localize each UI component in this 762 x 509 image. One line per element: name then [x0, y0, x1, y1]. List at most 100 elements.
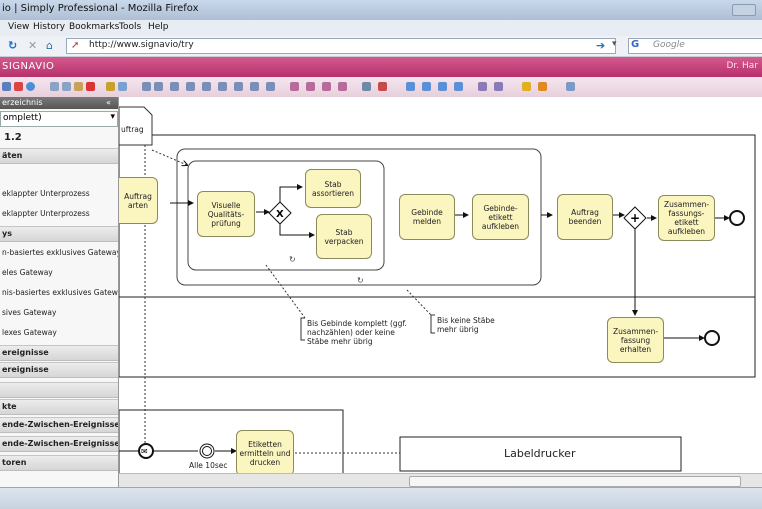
subprocess-outer: [176, 148, 542, 286]
horizontal-scrollbar[interactable]: [119, 473, 762, 488]
info-icon[interactable]: [26, 82, 35, 91]
cut-icon[interactable]: [50, 82, 59, 91]
task-zusammenfassung-erhalten[interactable]: Zusammen- fassung erhalten: [607, 317, 664, 363]
zoom-out-icon[interactable]: [422, 82, 431, 91]
parallel-gateway: [623, 206, 647, 230]
ungroup-icon[interactable]: [306, 82, 315, 91]
stencil-select[interactable]: omplett) ▾: [0, 111, 118, 127]
category-throwing-intermediate-events[interactable]: ende-Zwischen-Ereignisse: [0, 436, 118, 452]
app-header: SIGNAVIO Dr. Har: [0, 57, 762, 77]
annotation-gebinde-komplett[interactable]: Bis Gebinde komplett (ggf. nachzählen) o…: [307, 319, 407, 346]
category-activities[interactable]: äten: [0, 148, 118, 164]
zoom-fit-icon[interactable]: [438, 82, 447, 91]
annotation-keine-staebe[interactable]: Bis keine Stäbe mehr übrig: [437, 316, 495, 334]
menu-help[interactable]: Help: [148, 22, 169, 32]
diagram-canvas[interactable]: ↻ ↻ X + ✉: [119, 97, 762, 473]
window-title: io | Simply Professional - Mozilla Firef…: [2, 3, 199, 14]
window-close-button[interactable]: [732, 4, 756, 16]
document-label: uftrag: [121, 125, 144, 134]
task-stab-assortieren[interactable]: Stab assortieren: [305, 169, 361, 208]
zoom-reset-icon[interactable]: [454, 82, 463, 91]
search-box[interactable]: G Google: [628, 38, 762, 54]
pool-lower: [119, 409, 344, 473]
zoom-in-icon[interactable]: [406, 82, 415, 91]
loop-icon: ↻: [289, 255, 296, 264]
same-height-icon[interactable]: [266, 82, 275, 91]
same-width-icon[interactable]: [250, 82, 259, 91]
menu-history[interactable]: History: [33, 22, 66, 32]
layout-icon[interactable]: [478, 82, 487, 91]
parallel-gateway-plus: +: [630, 211, 640, 225]
chevron-down-icon: ▾: [110, 112, 115, 122]
task-zusammenfassungsetikett-aufkleben[interactable]: Zusammen- fassungs- etikett aufkleben: [658, 195, 715, 241]
reload-icon[interactable]: ↻: [8, 39, 18, 52]
category-blank[interactable]: [0, 382, 118, 398]
annotation-bracket-2: [430, 314, 435, 334]
task-gebinde-melden[interactable]: Gebinde melden: [399, 194, 455, 240]
category-artifacts[interactable]: kte: [0, 399, 118, 415]
paste-icon[interactable]: [74, 82, 83, 91]
category-gateways[interactable]: ys: [0, 226, 118, 242]
scrollbar-thumb[interactable]: [409, 476, 741, 487]
align-center-icon[interactable]: [154, 82, 163, 91]
redo-icon[interactable]: [118, 82, 127, 91]
clock-icon: [202, 446, 212, 456]
undo-icon[interactable]: [106, 82, 115, 91]
category-catching-intermediate-events[interactable]: ende-Zwischen-Ereignisse: [0, 417, 118, 433]
save-icon[interactable]: [2, 82, 11, 91]
loop-icon-2: ↻: [357, 276, 364, 285]
settings-icon[interactable]: [538, 82, 547, 91]
same-size-icon[interactable]: [234, 82, 243, 91]
group-icon[interactable]: [290, 82, 299, 91]
category-connectors[interactable]: toren: [0, 455, 118, 471]
search-placeholder: Google: [653, 40, 685, 50]
pool-label-labeldrucker[interactable]: Labeldrucker: [504, 447, 576, 460]
annotation-link-2: [406, 289, 432, 316]
style-icon[interactable]: [378, 82, 387, 91]
dock-icon[interactable]: [494, 82, 503, 91]
bring-front-icon[interactable]: [322, 82, 331, 91]
navigation-toolbar: ↻ ✕ ⌂ ➚ http://www.signavio/try ➔ ▾ G Go…: [0, 36, 762, 57]
task-stab-verpacken[interactable]: Stab verpacken: [316, 214, 372, 259]
task-gebinde-etikett-aufkleben[interactable]: Gebinde- etikett aufkleben: [472, 194, 529, 240]
address-bar[interactable]: ➚ http://www.signavio/try: [66, 38, 616, 54]
go-arrow-icon[interactable]: ➔: [596, 39, 606, 52]
status-bar: [0, 487, 762, 509]
editor-toolbar: [0, 77, 762, 98]
menu-tools[interactable]: Tools: [119, 22, 142, 32]
end-event-1: [729, 210, 745, 226]
envelope-icon: ✉: [141, 447, 148, 456]
copy-icon[interactable]: [62, 82, 71, 91]
lock-icon[interactable]: [362, 82, 371, 91]
annotation-bracket-1: [300, 317, 305, 341]
send-back-icon[interactable]: [338, 82, 347, 91]
collapse-icon[interactable]: «: [106, 98, 111, 107]
site-icon: ➚: [71, 40, 80, 51]
task-auftrag-starten[interactable]: Auftrag arten: [119, 177, 158, 224]
menu-bookmarks[interactable]: Bookmarks: [69, 22, 120, 32]
address-text: http://www.signavio/try: [89, 40, 194, 50]
home-icon[interactable]: ⌂: [46, 39, 53, 52]
task-visuelle-qualitaetspruefung[interactable]: Visuelle Qualitäts- prüfung: [197, 191, 255, 237]
document-shape: [119, 106, 153, 146]
mail-icon[interactable]: [566, 82, 575, 91]
category-start-events[interactable]: ereignisse: [0, 345, 118, 361]
task-auftrag-beenden[interactable]: Auftrag beenden: [557, 194, 613, 240]
align-right-icon[interactable]: [170, 82, 179, 91]
stop-icon[interactable]: ✕: [28, 39, 38, 52]
pdf-icon[interactable]: [14, 82, 23, 91]
task-etiketten-ermitteln-und-drucken[interactable]: Etiketten ermitteln und drucken: [236, 430, 294, 473]
align-top-icon[interactable]: [186, 82, 195, 91]
sidebar-title: erzeichnis: [2, 98, 43, 107]
warning-icon[interactable]: [522, 82, 531, 91]
category-end-events[interactable]: ereignisse: [0, 362, 118, 378]
flow-4: [279, 221, 315, 238]
align-bottom-icon[interactable]: [218, 82, 227, 91]
align-left-icon[interactable]: [142, 82, 151, 91]
align-middle-icon[interactable]: [202, 82, 211, 91]
menu-view[interactable]: View: [8, 22, 30, 32]
dropdown-arrow-icon[interactable]: ▾: [612, 39, 617, 49]
user-name[interactable]: Dr. Har: [726, 61, 758, 71]
message-event: [138, 443, 154, 459]
delete-icon[interactable]: [86, 82, 95, 91]
